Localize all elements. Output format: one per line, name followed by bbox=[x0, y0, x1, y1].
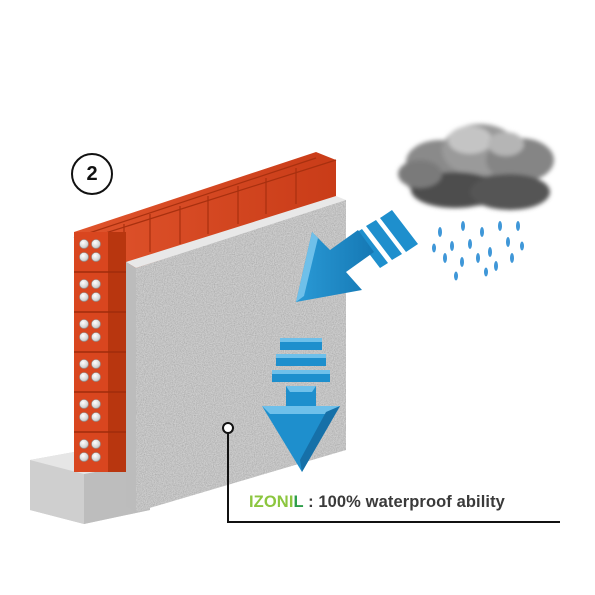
brand-name-part2: L bbox=[293, 493, 304, 511]
callout-leader-line bbox=[227, 433, 560, 523]
step-number: 2 bbox=[86, 162, 98, 185]
step-number-badge: 2 bbox=[71, 153, 113, 195]
diagonal-arrow-icon bbox=[296, 210, 418, 302]
brick-wall bbox=[73, 152, 337, 472]
brand-name-part1: IZONI bbox=[249, 493, 294, 511]
caption-text: : 100% waterproof ability bbox=[303, 493, 505, 511]
down-arrow-icon bbox=[262, 338, 340, 472]
product-caption: IZONIL : 100% waterproof ability bbox=[249, 493, 505, 512]
rain-cloud-icon bbox=[398, 124, 554, 281]
